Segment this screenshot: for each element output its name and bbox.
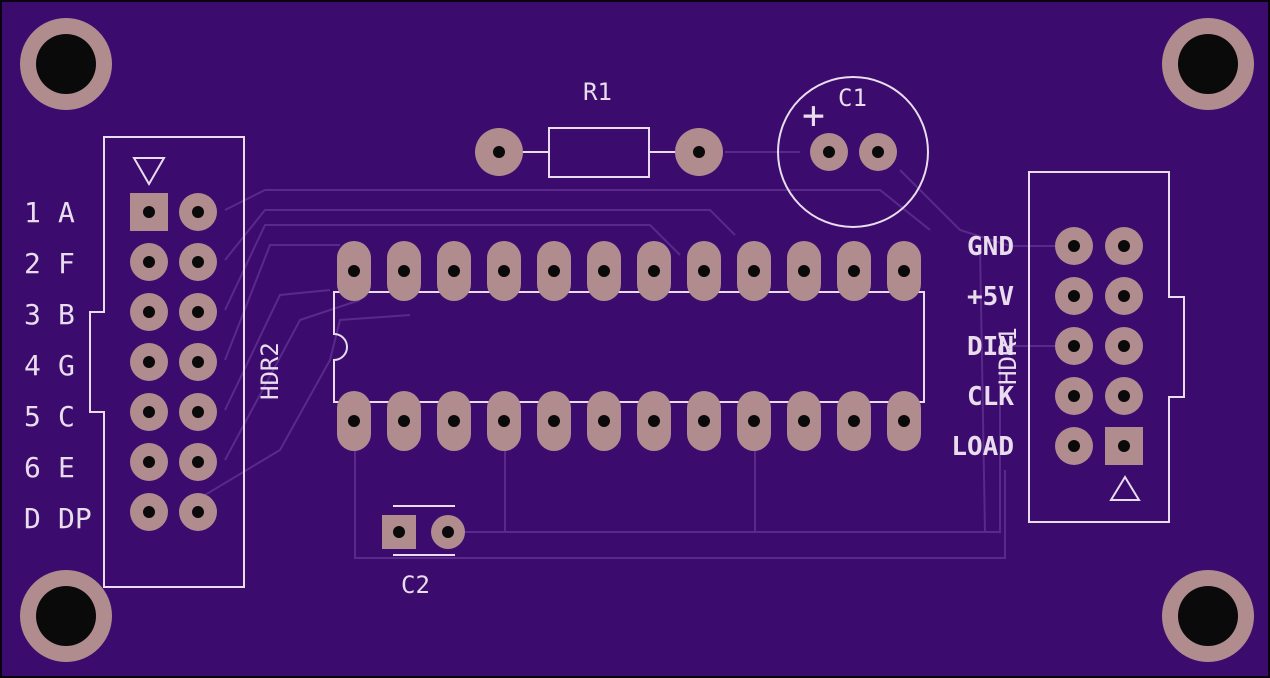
capacitor-c1: + C1	[777, 76, 929, 228]
ic-pin	[687, 241, 721, 301]
ic-pin	[437, 391, 471, 451]
ic-pin	[337, 241, 371, 301]
ic-pin	[587, 391, 621, 451]
hdr1-pin	[1055, 327, 1093, 365]
hdr2-pin-number: 2	[24, 247, 41, 280]
hdr2-pin	[130, 193, 168, 231]
c2-label: C2	[401, 571, 430, 599]
hdr2-pin	[130, 243, 168, 281]
hdr1-signal-label: CLK	[967, 382, 1014, 412]
hdr2-pin-number: 6	[24, 451, 41, 484]
ic-pin	[387, 241, 421, 301]
hdr1-pin	[1105, 227, 1143, 265]
hdr2-pin	[179, 393, 217, 431]
mounting-hole-bottom-left	[20, 570, 112, 662]
mounting-hole-top-left	[20, 18, 112, 110]
ic-pin	[787, 391, 821, 451]
ic-pin	[687, 391, 721, 451]
ic-pin	[837, 391, 871, 451]
hdr2-segment-label: F	[58, 247, 75, 280]
ic-pin	[537, 241, 571, 301]
ic-pin	[737, 241, 771, 301]
hdr1-signal-label: DIN	[967, 332, 1014, 362]
capacitor-c2: C2	[382, 505, 465, 599]
ic-pin	[537, 391, 571, 451]
hdr2-label: HDR2	[256, 342, 284, 400]
hdr2-segment-label: C	[58, 400, 75, 433]
hdr1-pin	[1055, 427, 1093, 465]
ic-pin	[487, 391, 521, 451]
ic-dip24	[333, 241, 925, 451]
hdr2-pin	[179, 293, 217, 331]
hdr1-signal-label: GND	[967, 232, 1014, 262]
hdr1-signal-label: LOAD	[951, 432, 1014, 462]
ic-pin	[787, 241, 821, 301]
hdr1-pin	[1105, 327, 1143, 365]
hdr2-segment-label: DP	[58, 502, 92, 535]
hdr1-pin	[1055, 277, 1093, 315]
ic-pin	[337, 391, 371, 451]
mounting-hole-bottom-right	[1162, 570, 1254, 662]
mounting-holes	[20, 18, 1254, 662]
r1-label: R1	[583, 78, 612, 106]
ic-pin	[637, 391, 671, 451]
ic-pin	[637, 241, 671, 301]
hdr2-segment-label: B	[58, 298, 75, 331]
hdr1-pin	[1055, 377, 1093, 415]
resistor-r1: R1	[475, 78, 723, 178]
ic-pin	[737, 391, 771, 451]
hdr2-pin	[179, 243, 217, 281]
hdr2-segment-label: G	[58, 349, 75, 382]
hdr1-pin	[1105, 427, 1143, 465]
hdr1-pin	[1055, 227, 1093, 265]
hdr2-pin	[179, 193, 217, 231]
c1-label: C1	[838, 84, 867, 112]
c1-polarity-mark: +	[802, 93, 825, 137]
hdr2-pin-number: 5	[24, 400, 41, 433]
hdr1-signal-label: +5V	[967, 282, 1014, 312]
ic-pin	[587, 241, 621, 301]
hdr2-pin	[130, 343, 168, 381]
hdr2-segment-label: A	[58, 196, 75, 229]
hdr2-pin	[179, 493, 217, 531]
hdr2-pin-number: 4	[24, 349, 41, 382]
ic-pin	[887, 391, 921, 451]
hdr1-pin	[1105, 377, 1143, 415]
hdr1-label: HDR1	[994, 327, 1022, 385]
ic-pin	[387, 391, 421, 451]
hdr2-pin-number: D	[24, 502, 41, 535]
hdr2-pin	[179, 343, 217, 381]
ic-pin	[437, 241, 471, 301]
hdr2-pin	[130, 393, 168, 431]
hdr2-segment-label: E	[58, 451, 75, 484]
ic-pin	[837, 241, 871, 301]
hdr2-pin-number: 3	[24, 298, 41, 331]
hdr2-pin-number: 1	[24, 196, 41, 229]
hdr1-pin	[1105, 277, 1143, 315]
header-hdr1: HDR1 GND +5V DIN CLK LOAD	[951, 171, 1185, 523]
hdr2-pin	[130, 293, 168, 331]
hdr2-pin	[130, 443, 168, 481]
ic-pin	[487, 241, 521, 301]
hdr2-pin	[179, 443, 217, 481]
ic-pin	[887, 241, 921, 301]
hdr2-pin	[130, 493, 168, 531]
mounting-hole-top-right	[1162, 18, 1254, 110]
